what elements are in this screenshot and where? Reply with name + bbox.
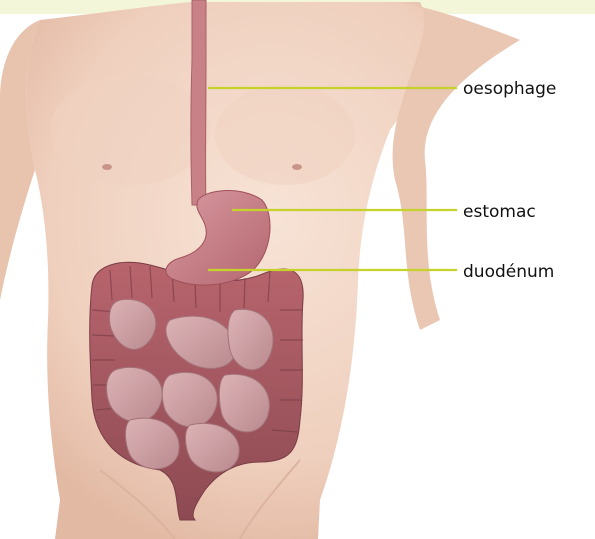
left-nipple bbox=[102, 164, 112, 170]
label-oesophagus: oesophage bbox=[463, 79, 556, 99]
label-duodenum: duodénum bbox=[463, 262, 554, 282]
right-nipple bbox=[292, 164, 302, 170]
label-stomach: estomac bbox=[463, 202, 536, 222]
oesophagus bbox=[191, 0, 206, 205]
